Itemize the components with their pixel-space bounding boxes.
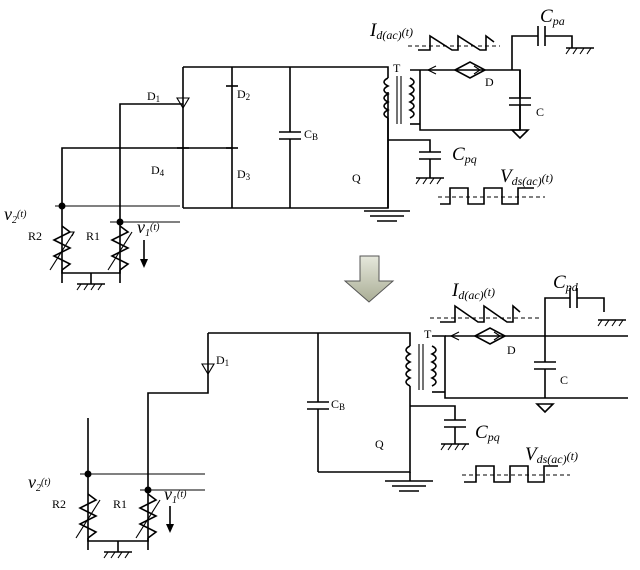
label-c-top: C: [536, 105, 544, 119]
label-r2-top: R2: [28, 229, 42, 243]
label-d1-top: D1: [147, 89, 160, 104]
resistor-r1-top: [107, 225, 133, 271]
rect-diode-top: [453, 61, 487, 79]
rect-diode-bottom: [473, 327, 507, 345]
label-d2-top: D2: [237, 87, 250, 102]
resistor-r2-bottom: [75, 493, 101, 539]
bottom-circuit: [75, 288, 628, 559]
label-r1-bottom: R1: [113, 497, 127, 511]
transformer-top: [383, 76, 415, 124]
label-d-bottom: D: [507, 343, 516, 357]
label-cpa: Cpa: [540, 6, 565, 28]
label-cpq-bottom: Cpq: [475, 422, 500, 444]
label-c-bottom: C: [560, 373, 568, 387]
label-d1-bottom: D1: [216, 353, 229, 368]
label-cb-bottom: CB: [331, 397, 345, 412]
label-id-bottom: Id(ac)(t): [451, 280, 495, 302]
id-waveform-bottom: [430, 304, 540, 323]
label-v2-bottom: v2(t): [28, 472, 51, 494]
label-id-top: Id(ac)(t): [369, 20, 413, 42]
top-circuit: [49, 26, 595, 291]
label-r2-bottom: R2: [52, 497, 66, 511]
capacitor-c-bottom: [534, 336, 556, 414]
capacitor-c-top: [509, 70, 531, 140]
label-vds-top: Vds(ac)(t): [500, 166, 553, 188]
resistor-r2-top: [49, 225, 75, 271]
label-v2-top: v2(t): [4, 204, 27, 226]
label-vds-bottom: Vds(ac)(t): [525, 444, 578, 466]
label-t-top: T: [393, 61, 401, 75]
diode-d1: [176, 97, 190, 110]
label-v1-bottom: v1(t): [164, 484, 187, 506]
resistor-r1-bottom: [135, 493, 161, 539]
label-cb-top: CB: [304, 127, 318, 142]
capacitor-cb-bottom: [307, 333, 329, 472]
label-d3-top: D3: [237, 167, 251, 182]
label-r1-top: R1: [86, 229, 100, 243]
label-t-bottom: T: [424, 327, 432, 341]
label-cpq-top: Cpq: [452, 144, 477, 166]
label-cpd: Cpd: [553, 272, 579, 294]
transition-arrow: [343, 255, 395, 303]
vds-waveform-top: [438, 187, 545, 205]
capacitor-cpa: [511, 26, 595, 70]
label-q-bottom: Q: [375, 437, 384, 451]
label-q-top: Q: [352, 171, 361, 185]
capacitor-cb: [279, 67, 301, 208]
transformer-bottom: [405, 344, 437, 390]
capacitor-cpq-top: [415, 151, 445, 185]
capacitor-cpq-bottom: [440, 419, 470, 451]
label-v1-top: v1(t): [137, 217, 160, 239]
capacitor-cpd: [544, 288, 627, 336]
label-d4-top: D4: [151, 163, 165, 178]
id-waveform-top: [408, 34, 500, 51]
label-d-top: D: [485, 75, 494, 89]
vds-waveform-bottom: [462, 465, 570, 483]
